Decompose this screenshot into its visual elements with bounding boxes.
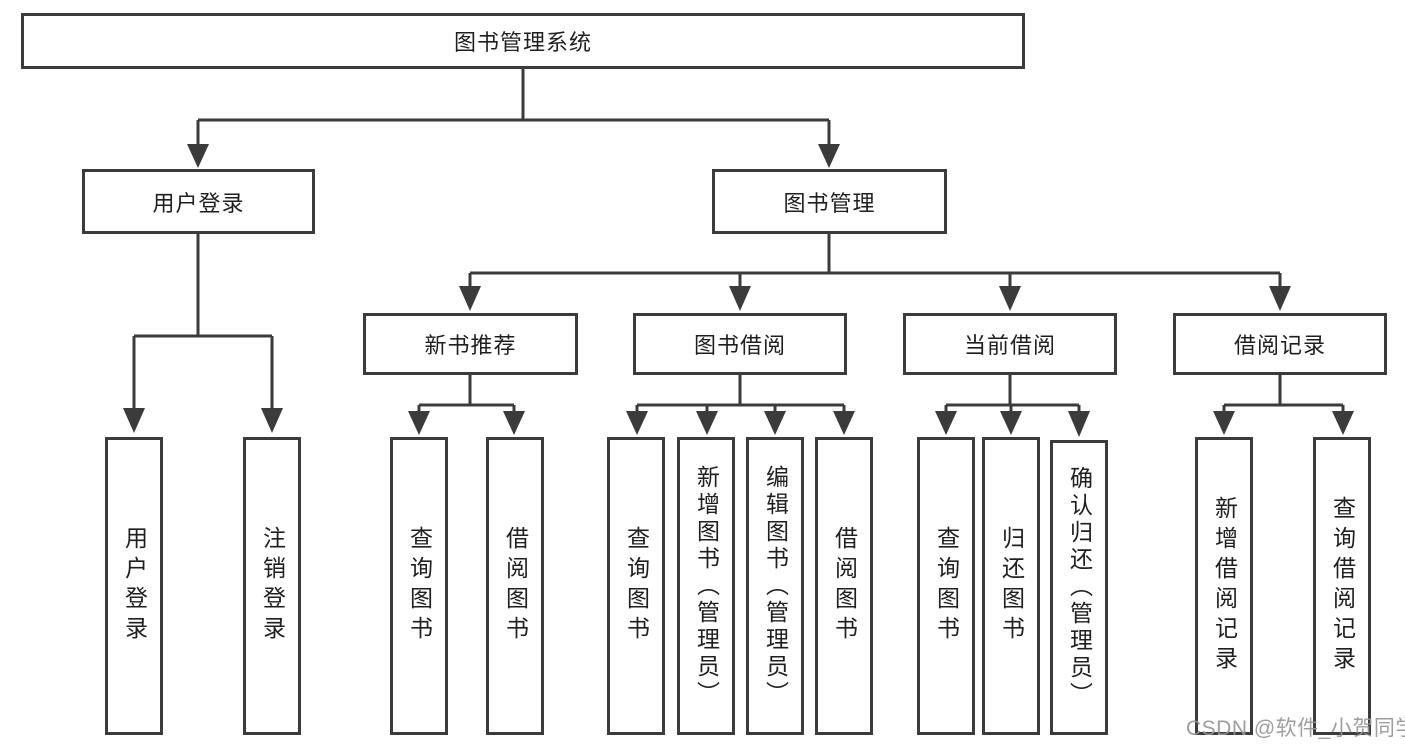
- arrowheads: [123, 144, 1354, 437]
- leaf-bb-borrow-books: 借阅图书: [815, 437, 873, 735]
- node-root-label: 图书管理系统: [453, 30, 592, 55]
- leaf-cb-confirm-return-admin: 确认归还（管理员）: [1050, 440, 1108, 735]
- leaf-bb-borrow-books-label: 借阅图书: [831, 526, 858, 646]
- leaf-user-login-label: 用户登录: [121, 526, 148, 646]
- csdn-watermark: CSDN @软件_小贺同学: [1186, 717, 1405, 740]
- node-borrowing-records: 借阅记录: [1173, 313, 1387, 375]
- leaf-rec-borrow-books-label: 借阅图书: [502, 526, 529, 646]
- node-book-management-label: 图书管理: [783, 190, 876, 216]
- node-root: 图书管理系统: [21, 13, 1025, 69]
- edge-bookmgmt-to-level3: [468, 234, 1282, 288]
- leaf-logout-label: 注销登录: [259, 526, 286, 646]
- leaf-cb-return-books-label: 归还图书: [998, 526, 1025, 646]
- leaf-logout: 注销登录: [243, 437, 301, 735]
- leaf-br-add-record: 新增借阅记录: [1195, 437, 1253, 735]
- leaf-bb-add-books-admin: 新增图书（管理员）: [677, 437, 735, 735]
- node-new-book-recommendation: 新书推荐: [363, 313, 578, 375]
- leaf-rec-query-books-label: 查询图书: [406, 526, 433, 646]
- node-new-book-recommendation-label: 新书推荐: [424, 333, 517, 358]
- edge-newbookrec-to-leaves: [417, 375, 516, 413]
- edge-currentborrow-to-leaves: [944, 375, 1081, 413]
- edge-userlogin-to-leaves: [132, 234, 274, 410]
- node-book-management: 图书管理: [712, 169, 947, 234]
- leaf-rec-borrow-books: 借阅图书: [486, 437, 544, 735]
- edge-borrowrecord-to-leaves: [1222, 375, 1345, 413]
- leaf-bb-edit-books-admin-label: 编辑图书（管理员）: [762, 464, 789, 708]
- node-book-borrowing: 图书借阅: [633, 313, 847, 375]
- leaf-cb-confirm-return-admin-label: 确认归还（管理员）: [1066, 466, 1093, 709]
- node-current-borrowing-label: 当前借阅: [963, 333, 1056, 358]
- edge-bookborrow-to-leaves: [635, 375, 846, 413]
- leaf-br-query-record-label: 查询借阅记录: [1329, 496, 1356, 676]
- edge-root-to-level2: [196, 69, 831, 147]
- node-user-login: 用户登录: [82, 169, 315, 234]
- leaf-user-login: 用户登录: [105, 437, 163, 735]
- leaf-bb-query-books: 查询图书: [607, 437, 665, 735]
- node-book-borrowing-label: 图书借阅: [693, 333, 786, 358]
- leaf-bb-add-books-admin-label: 新增图书（管理员）: [693, 464, 720, 708]
- leaf-br-add-record-label: 新增借阅记录: [1211, 496, 1238, 676]
- leaf-cb-query-books-label: 查询图书: [933, 526, 960, 646]
- node-borrowing-records-label: 借阅记录: [1233, 333, 1326, 358]
- node-user-login-label: 用户登录: [152, 190, 245, 216]
- leaf-br-query-record: 查询借阅记录: [1313, 437, 1371, 735]
- node-current-borrowing: 当前借阅: [903, 313, 1117, 375]
- leaf-cb-query-books: 查询图书: [917, 437, 975, 735]
- leaf-bb-query-books-label: 查询图书: [623, 526, 650, 646]
- leaf-bb-edit-books-admin: 编辑图书（管理员）: [746, 437, 804, 735]
- leaf-rec-query-books: 查询图书: [390, 437, 448, 735]
- leaf-cb-return-books: 归还图书: [982, 437, 1040, 735]
